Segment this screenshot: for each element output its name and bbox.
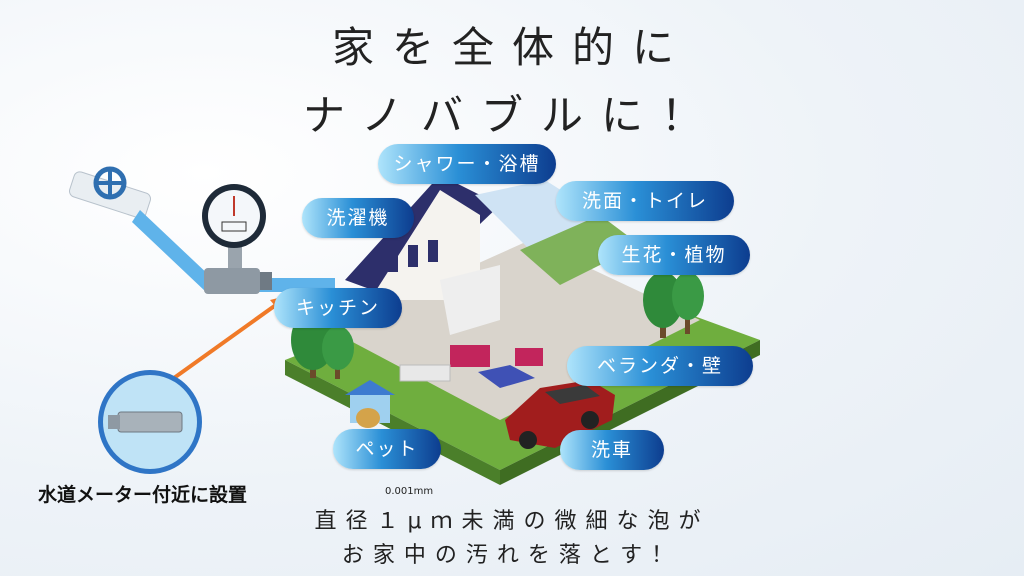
bottom-caption-line-1: 直径１μｍ未満の微細な泡が [314, 509, 710, 534]
nanobubble-device-icon [98, 370, 202, 474]
bedroom [520, 215, 640, 285]
rug [478, 365, 535, 388]
tree-icon [643, 272, 704, 338]
label-pet: ペット [333, 429, 441, 469]
label-washroom-toilet: 洗面・トイレ [556, 181, 734, 221]
dining-table [399, 364, 451, 382]
pipe-fitting [204, 268, 272, 294]
label-flowers-plants: 生花・植物 [598, 235, 750, 275]
sofa [450, 345, 490, 367]
install-arrow [158, 300, 282, 390]
valve-handle-icon [93, 166, 127, 200]
title-line-2: ナノバブルに！ [303, 91, 721, 140]
label-shower-bath: シャワー・浴槽 [378, 144, 556, 184]
house-wall [370, 190, 480, 300]
water-pipe [132, 210, 335, 292]
doghouse-icon [345, 380, 395, 428]
label-veranda-wall: ベランダ・壁 [567, 346, 753, 386]
label-car-wash: 洗車 [560, 430, 664, 470]
size-note: 0.001mm [385, 486, 434, 497]
title-line-1: 家を全体的に [331, 23, 692, 72]
bottom-caption-line-2: お家中の汚れを落とす！ [341, 543, 683, 568]
stairs [440, 265, 500, 335]
pressure-gauge-icon [202, 184, 266, 273]
label-kitchen: キッチン [274, 288, 402, 328]
install-location-caption: 水道メーター付近に設置 [38, 484, 248, 506]
label-laundry: 洗濯機 [302, 198, 414, 238]
